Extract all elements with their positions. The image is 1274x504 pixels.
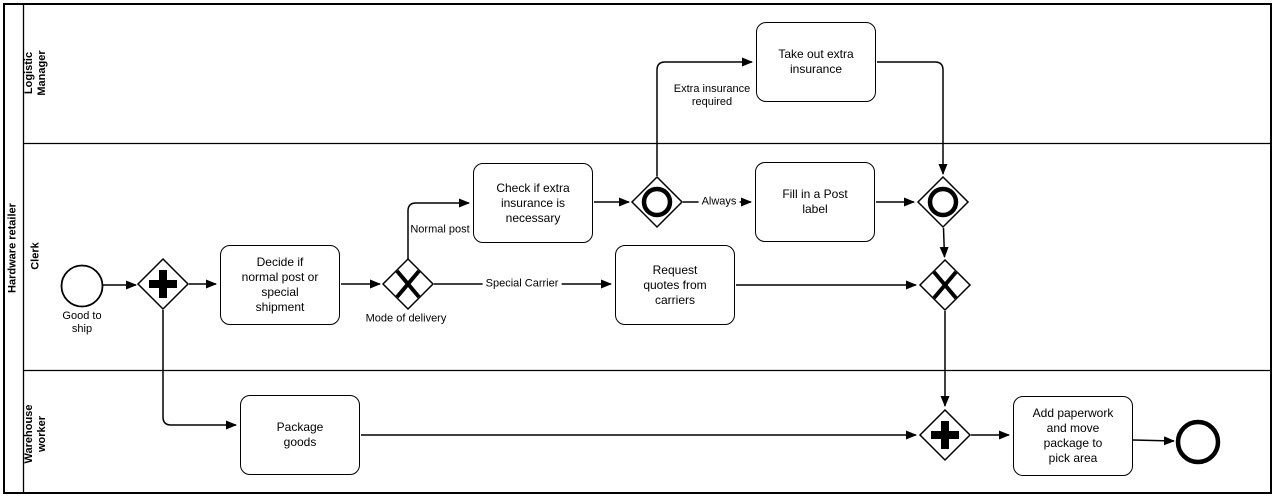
gateway-label-mode-of-delivery: Mode of delivery [365, 312, 447, 325]
inclusive-gateway-split[interactable] [630, 175, 684, 229]
start-event[interactable] [60, 264, 104, 308]
flow-label-always: Always [698, 195, 740, 209]
task-fill-in-post-label[interactable]: Fill in a Post label [755, 162, 875, 242]
flow-paperwork-to-end [1132, 436, 1175, 446]
lane-label-logistic-manager: Logistic Manager [23, 50, 48, 96]
task-package-goods[interactable]: Package goods [240, 395, 360, 475]
task-decide-post-or-shipment[interactable]: Decide if normal post or special shipmen… [220, 245, 340, 325]
task-check-extra-insurance[interactable]: Check if extra insurance is necessary [473, 163, 593, 243]
exclusive-gateway-join[interactable] [918, 258, 972, 312]
start-event-label: Good to ship [62, 310, 102, 335]
flow-label-special-carrier: Special Carrier [482, 277, 562, 291]
flow-inclusive-split-to-insurance [656, 57, 753, 176]
lane-label-warehouse-worker: Warehouse worker [23, 404, 48, 464]
parallel-gateway-split[interactable] [136, 257, 190, 311]
task-take-out-extra-insurance[interactable]: Take out extra insurance [756, 22, 876, 102]
task-request-quotes[interactable]: Request quotes from carriers [615, 245, 735, 325]
flow-label-normal-post: Normal post [410, 223, 470, 236]
flow-mode-to-check-normal-post [407, 198, 470, 259]
parallel-gateway-join[interactable] [918, 408, 972, 462]
lane-label-clerk: Clerk [29, 242, 42, 270]
exclusive-gateway-mode-of-delivery[interactable] [381, 257, 435, 311]
task-add-paperwork[interactable]: Add paperwork and move package to pick a… [1013, 396, 1133, 476]
pool-label: Hardware retailer [6, 203, 19, 293]
inclusive-gateway-join[interactable] [916, 175, 970, 229]
end-event[interactable] [1175, 419, 1221, 465]
flow-parallel-split-to-package [162, 310, 237, 430]
flow-insurance-to-inclusive-join [877, 61, 948, 175]
flow-inclusive-join-to-exclusive-join [939, 227, 949, 258]
flow-label-extra-insurance-required: Extra insurance required [673, 83, 751, 108]
